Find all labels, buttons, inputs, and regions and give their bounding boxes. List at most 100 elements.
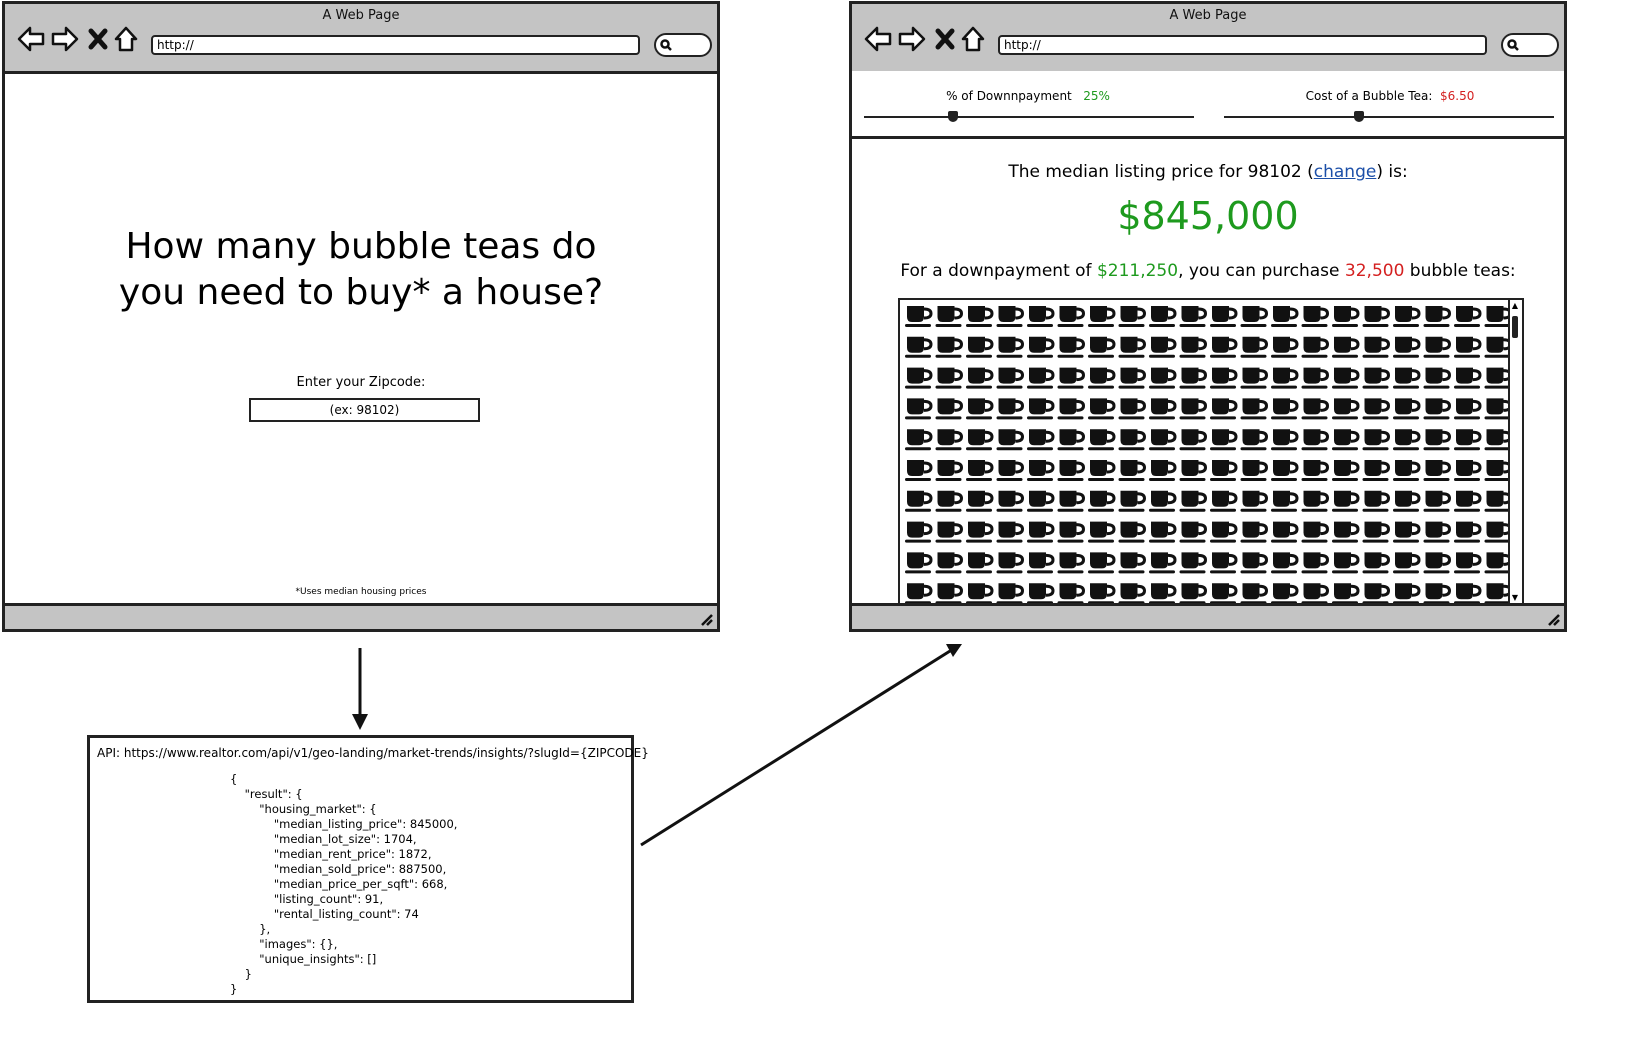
coffee-cup-icon xyxy=(1393,398,1421,420)
downpayment-amount: $211,250 xyxy=(1096,261,1179,281)
back-arrow-icon[interactable] xyxy=(17,24,45,54)
coffee-cup-icon xyxy=(966,398,994,420)
footnote: *Uses median housing prices xyxy=(295,587,427,597)
coffee-cup-icon xyxy=(996,429,1025,451)
bubble-tea-slider-thumb[interactable] xyxy=(1354,111,1365,122)
coffee-cup-icon xyxy=(1454,367,1482,389)
back-arrow-icon[interactable] xyxy=(864,24,892,54)
coffee-cup-icon xyxy=(1027,460,1055,481)
coffee-cup-icon xyxy=(1149,552,1177,574)
coffee-cup-icon xyxy=(1332,367,1360,389)
down-arrow xyxy=(352,648,368,730)
home-icon[interactable] xyxy=(113,24,139,54)
vertical-scrollbar[interactable]: ▲ ▼ xyxy=(1508,300,1522,604)
coffee-cup-icon xyxy=(1088,367,1116,389)
coffee-cup-icon xyxy=(1271,429,1299,451)
coffee-cup-icon xyxy=(1301,306,1330,327)
coffee-cup-icon xyxy=(1118,306,1147,327)
coffee-cup-icon xyxy=(1240,429,1269,451)
coffee-cup-icon xyxy=(1210,460,1238,481)
coffee-cup-icon xyxy=(1088,552,1116,574)
scroll-down-arrow-icon[interactable]: ▼ xyxy=(1511,593,1519,602)
coffee-cup-icon xyxy=(1027,306,1055,327)
coffee-cup-icon xyxy=(1057,367,1086,389)
address-bar[interactable]: http:// xyxy=(151,35,640,55)
coffee-cup-icon xyxy=(966,521,994,543)
coffee-cup-icon xyxy=(1301,367,1330,389)
forward-arrow-icon[interactable] xyxy=(898,24,926,54)
zipcode-input[interactable]: (ex: 98102) xyxy=(249,398,480,422)
coffee-cup-icon xyxy=(1118,398,1147,420)
coffee-cup-icon xyxy=(1454,490,1482,512)
search-box[interactable] xyxy=(654,33,712,57)
coffee-cup-icon xyxy=(1454,429,1482,451)
coffee-cup-icon xyxy=(1423,521,1452,543)
window-title: A Web Page xyxy=(1169,8,1247,23)
stop-x-icon[interactable] xyxy=(934,24,956,54)
coffee-cup-icon xyxy=(905,552,933,574)
search-icon xyxy=(660,39,672,51)
coffee-cup-icon xyxy=(1332,490,1360,512)
coffee-cup-icon xyxy=(1057,306,1086,327)
coffee-cup-icon xyxy=(966,490,994,512)
coffee-cup-icon xyxy=(966,460,994,481)
coffee-cup-icon xyxy=(1088,336,1116,358)
coffee-cup-icon xyxy=(1027,521,1055,543)
coffee-cup-icon xyxy=(1301,552,1330,574)
coffee-cup-icon xyxy=(1301,398,1330,420)
address-bar[interactable]: http:// xyxy=(998,35,1487,55)
forward-arrow-icon[interactable] xyxy=(51,24,79,54)
coffee-cup-icon xyxy=(1271,521,1299,543)
median-listing-price: $845,000 xyxy=(1117,194,1299,238)
resize-grip-icon[interactable] xyxy=(698,611,714,627)
bubble-tea-label: Cost of a Bubble Tea: xyxy=(1305,89,1433,103)
stop-x-icon[interactable] xyxy=(87,24,109,54)
coffee-cup-icon xyxy=(1362,398,1391,420)
coffee-cup-icon xyxy=(1362,460,1391,481)
window-title: A Web Page xyxy=(322,8,400,23)
resize-grip-icon[interactable] xyxy=(1545,611,1561,627)
coffee-cup-icon xyxy=(1301,429,1330,451)
coffee-cup-icon xyxy=(1057,552,1086,574)
coffee-cup-icon xyxy=(966,306,994,327)
coffee-cup-icon xyxy=(1423,367,1452,389)
coffee-cup-icon xyxy=(996,460,1025,481)
scroll-up-arrow-icon[interactable]: ▲ xyxy=(1511,301,1519,310)
coffee-cup-icon xyxy=(1484,306,1508,327)
api-url: API: https://www.realtor.com/api/v1/geo-… xyxy=(97,746,649,760)
coffee-cup-icon xyxy=(1454,460,1482,481)
coffee-cup-icon xyxy=(1393,336,1421,358)
coffee-cup-icon xyxy=(1179,490,1208,512)
coffee-cup-icon xyxy=(1057,490,1086,512)
coffee-cup-icon xyxy=(1332,521,1360,543)
home-icon[interactable] xyxy=(960,24,986,54)
coffee-cup-icon xyxy=(1057,336,1086,358)
coffee-cup-icon xyxy=(1301,460,1330,481)
search-box[interactable] xyxy=(1501,33,1559,57)
downpayment-slider-track[interactable] xyxy=(864,116,1194,118)
coffee-cup-icon xyxy=(905,398,933,420)
coffee-cup-icon xyxy=(1118,521,1147,543)
coffee-cup-icon xyxy=(1210,429,1238,451)
coffee-cup-icon xyxy=(935,306,964,327)
bubble-tea-slider-label: Cost of a Bubble Tea: $6.50 xyxy=(1224,89,1556,103)
cup-grid-canvas xyxy=(905,306,1508,604)
coffee-cup-icon xyxy=(1454,306,1482,327)
coffee-cup-icon xyxy=(935,583,964,604)
scroll-thumb[interactable] xyxy=(1512,316,1518,338)
coffee-cup-icon xyxy=(1057,583,1086,604)
downpayment-slider-thumb[interactable] xyxy=(948,111,959,122)
bubble-tea-cost: $6.50 xyxy=(1440,89,1475,103)
coffee-cup-icon xyxy=(1484,521,1508,543)
median-prefix: The median listing price for 98102 ( xyxy=(1008,162,1314,182)
coffee-cup-icon xyxy=(1393,460,1421,481)
coffee-cup-icon xyxy=(1271,460,1299,481)
bubble-tea-slider-track[interactable] xyxy=(1224,116,1554,118)
bubble-tea-cup-grid: ▲ ▼ xyxy=(898,298,1524,606)
results-browser-window: A Web Page http:// % of Downnpayment 25%… xyxy=(849,1,1567,632)
coffee-cup-icon xyxy=(1210,306,1238,327)
change-zipcode-link[interactable]: change xyxy=(1313,162,1377,182)
coffee-cup-icon xyxy=(1179,336,1208,358)
coffee-cup-icon xyxy=(1393,367,1421,389)
coffee-cup-icon xyxy=(1362,552,1391,574)
